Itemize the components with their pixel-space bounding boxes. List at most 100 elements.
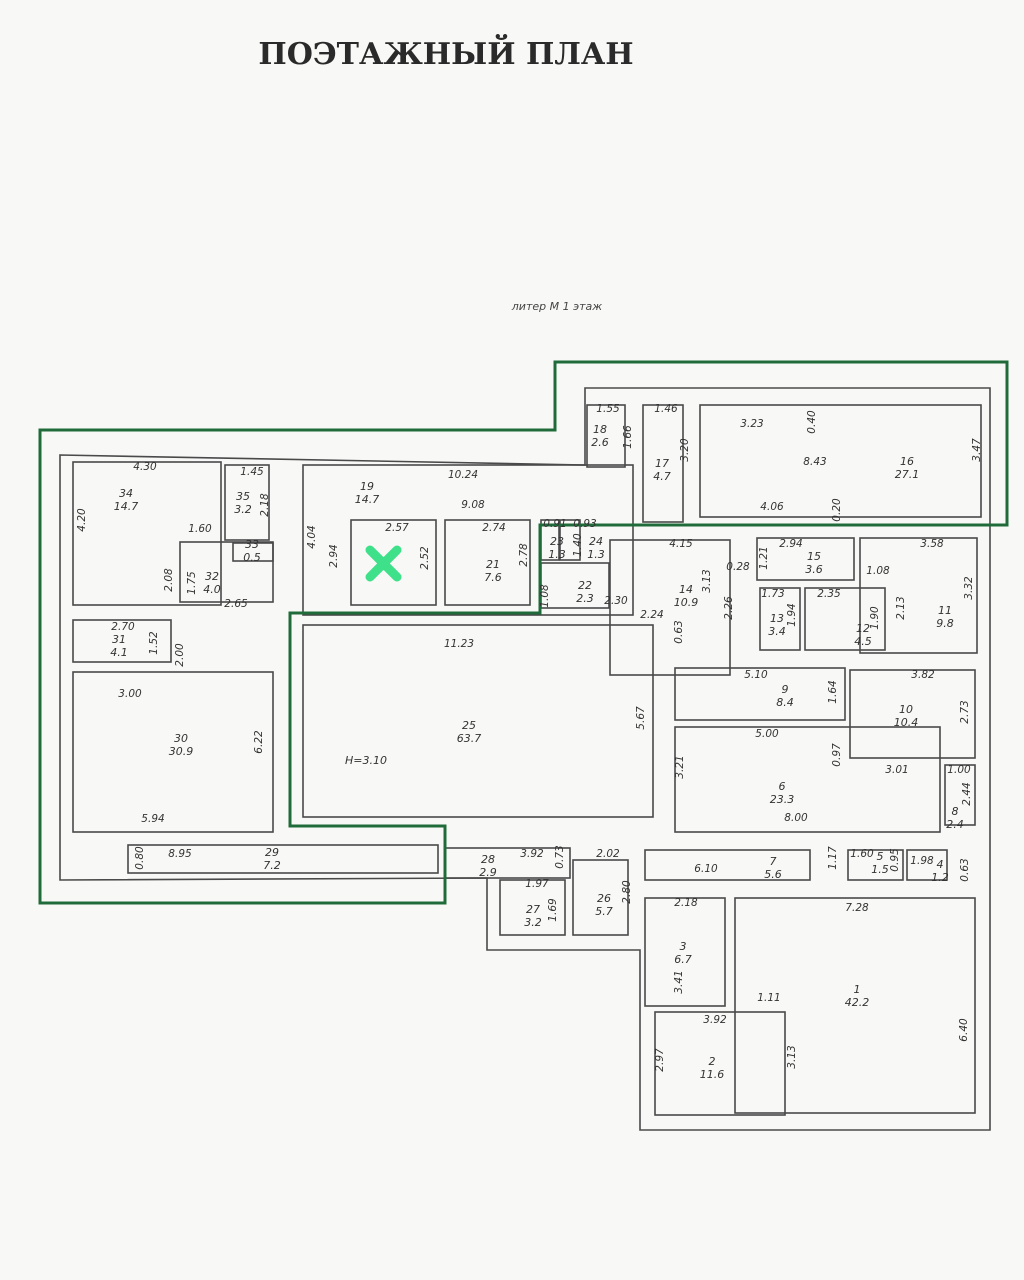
dimension-label: 3.41 xyxy=(673,970,685,993)
room-number: 25 xyxy=(462,719,476,732)
dimension-label: 5.00 xyxy=(755,728,779,740)
dimension-label: 1.52 xyxy=(148,631,160,655)
dimension-label: 1.64 xyxy=(827,680,839,703)
room-outline xyxy=(906,849,948,881)
room-number: 19 xyxy=(360,480,374,493)
dimension-label: 0.93 xyxy=(573,518,596,530)
dimension-label: 2.73 xyxy=(959,700,971,723)
room-outline xyxy=(572,859,629,936)
room-number: 15 xyxy=(807,550,821,563)
room-area: 1.3 xyxy=(587,548,605,561)
room-area: 3.6 xyxy=(805,563,823,576)
dimension-label: 6.40 xyxy=(958,1018,970,1042)
dimension-label: 8.00 xyxy=(784,812,808,824)
dimension-label: 2.35 xyxy=(817,588,841,600)
dimension-label: 2.00 xyxy=(174,643,186,667)
dimension-label: 2.65 xyxy=(224,598,248,610)
dimension-label: 4.15 xyxy=(669,538,693,550)
dimension-label: 0.63 xyxy=(673,620,685,643)
room-outline xyxy=(756,537,855,581)
dimension-label: 8.95 xyxy=(168,848,192,860)
dimension-label: 3.23 xyxy=(740,418,763,430)
room-number: 32 xyxy=(205,570,219,583)
room-area: 23.3 xyxy=(770,793,795,806)
room-number: 22 xyxy=(578,579,592,592)
dimension-label: 2.26 xyxy=(723,596,735,620)
dimension-label: 2.18 xyxy=(674,897,698,909)
dimension-label: 2.57 xyxy=(385,522,409,534)
floor-subtitle: литер М 1 этаж xyxy=(511,300,603,313)
dimension-label: 3.32 xyxy=(963,576,975,600)
room-number: 13 xyxy=(770,612,784,625)
room-area: 5.7 xyxy=(595,905,613,918)
room-area: 14.7 xyxy=(355,493,380,506)
room-area: 4.0 xyxy=(203,583,221,596)
room-number: 18 xyxy=(593,423,607,436)
room-number: 34 xyxy=(119,487,133,500)
room-number: 1 xyxy=(854,983,861,996)
dimension-label: 1.08 xyxy=(866,565,890,577)
dimension-label: 2.30 xyxy=(604,595,628,607)
dimension-label: 1.46 xyxy=(654,403,678,415)
dimension-label: 4.06 xyxy=(760,501,784,513)
room-number: 31 xyxy=(112,633,126,646)
dimension-label: 2.70 xyxy=(111,621,135,633)
dimension-label: 11.23 xyxy=(444,638,474,650)
room-outline xyxy=(734,897,976,1114)
dimension-label: 2.44 xyxy=(961,782,973,805)
room-number: 16 xyxy=(900,455,914,468)
room-number: 9 xyxy=(782,683,789,696)
room-area: 2.6 xyxy=(591,436,609,449)
room-area: 1.2 xyxy=(931,871,949,884)
room-area: 2.9 xyxy=(479,866,497,879)
room-outline xyxy=(642,404,684,523)
dimension-label: 3.21 xyxy=(674,755,686,778)
room-outline xyxy=(759,587,801,651)
dimension-label: 3.00 xyxy=(118,688,142,700)
room-area: 4.5 xyxy=(854,635,872,648)
dimension-label: 2.78 xyxy=(518,543,530,567)
room-area: 27.1 xyxy=(895,468,920,481)
dimension-label: 4.04 xyxy=(306,525,318,548)
dimension-label: 3.82 xyxy=(911,669,935,681)
dimension-label: 2.74 xyxy=(482,522,505,534)
dimension-label: 1.45 xyxy=(240,466,264,478)
room-outline xyxy=(179,541,274,603)
room-number: 24 xyxy=(589,535,603,548)
room-outline xyxy=(540,562,610,609)
room-number: 8 xyxy=(952,805,959,818)
room-outline xyxy=(674,667,846,721)
dimension-label: 3.13 xyxy=(786,1045,798,1068)
dimension-label: 2.08 xyxy=(163,568,175,592)
dimension-label: 1.98 xyxy=(910,855,934,867)
room-outline xyxy=(72,461,222,606)
dimension-label: 1.60 xyxy=(850,848,874,860)
dimension-label: 6.10 xyxy=(694,863,718,875)
room-number: 33 xyxy=(245,538,259,551)
room-outline xyxy=(302,624,654,818)
room-outline xyxy=(609,539,731,676)
room-area: 1.5 xyxy=(871,863,889,876)
room-outline xyxy=(499,879,566,936)
dimension-label: 2.80 xyxy=(621,880,633,904)
dimension-label: 2.94 xyxy=(779,538,802,550)
room-area: 10.9 xyxy=(674,596,699,609)
dimension-label: 0.73 xyxy=(554,845,566,868)
dimension-label: 0.95 xyxy=(889,848,901,872)
room-outline xyxy=(72,619,172,663)
room-number: 7 xyxy=(770,855,777,868)
room-outline xyxy=(674,726,941,833)
room-number: 11 xyxy=(938,604,952,617)
dimension-label: 1.97 xyxy=(525,878,549,890)
room-outline xyxy=(586,404,626,468)
room-outline xyxy=(559,519,581,561)
room-area: 2.4 xyxy=(946,818,964,831)
room-outline xyxy=(127,844,439,874)
room-area: 2.3 xyxy=(576,592,594,605)
dimension-label: 7.28 xyxy=(845,902,869,914)
dimension-label: 1.00 xyxy=(947,764,971,776)
dimension-label: 3.01 xyxy=(885,764,908,776)
dimension-label: 1.08 xyxy=(539,584,551,608)
room-area: 30.9 xyxy=(169,745,194,758)
room-area: 11.6 xyxy=(700,1068,725,1081)
